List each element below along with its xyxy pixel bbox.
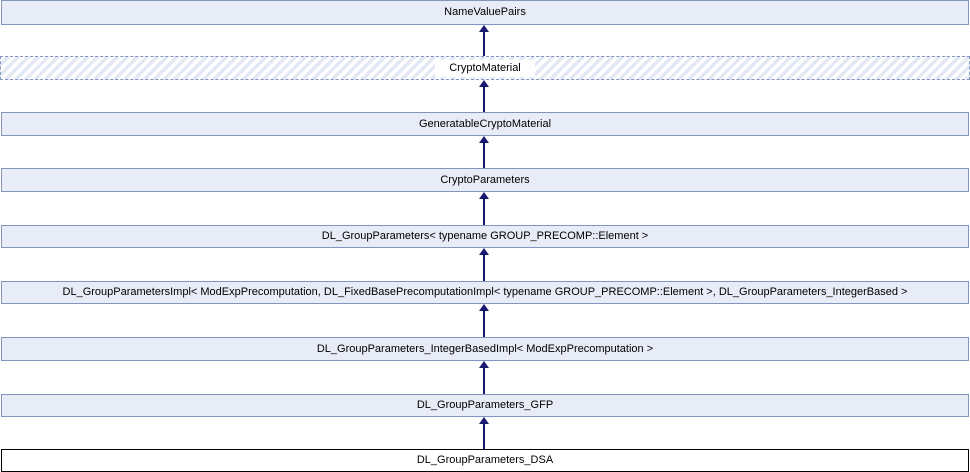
class-label: NameValuePairs <box>444 6 526 18</box>
class-label: DL_GroupParameters< typename GROUP_PRECO… <box>321 230 649 242</box>
node-dl-groupparameters[interactable]: DL_GroupParameters< typename GROUP_PRECO… <box>1 225 969 248</box>
node-dl-groupparameters-gfp[interactable]: DL_GroupParameters_GFP <box>1 394 969 417</box>
inheritance-arrow-icon <box>479 192 489 225</box>
inheritance-arrow-icon <box>479 80 489 112</box>
node-generatablecryptomaterial[interactable]: GeneratableCryptoMaterial <box>1 112 969 136</box>
class-label: DL_GroupParameters_DSA <box>416 454 554 466</box>
inheritance-arrow-icon <box>479 304 489 337</box>
inheritance-arrow-icon <box>479 417 489 449</box>
inheritance-arrow-icon <box>479 361 489 394</box>
class-label: DL_GroupParameters_IntegerBasedImpl< Mod… <box>316 342 654 355</box>
node-dl-groupparametersimpl[interactable]: DL_GroupParametersImpl< ModExpPrecomputa… <box>1 281 969 304</box>
node-cryptomaterial[interactable]: CryptoMaterial <box>0 56 970 80</box>
node-dl-groupparameters-dsa: DL_GroupParameters_DSA <box>1 449 969 472</box>
node-namevaluepairs[interactable]: NameValuePairs <box>1 0 969 25</box>
inheritance-arrow-icon <box>479 248 489 281</box>
class-label: DL_GroupParametersImpl< ModExpPrecomputa… <box>62 286 908 298</box>
class-label: CryptoMaterial <box>435 59 535 77</box>
node-cryptoparameters[interactable]: CryptoParameters <box>1 168 969 192</box>
inheritance-arrow-icon <box>479 25 489 56</box>
node-dl-groupparameters-integerbasedimpl[interactable]: DL_GroupParameters_IntegerBasedImpl< Mod… <box>1 337 969 361</box>
class-label: CryptoParameters <box>440 173 530 186</box>
class-label: GeneratableCryptoMaterial <box>418 117 552 130</box>
inheritance-arrow-icon <box>479 136 489 168</box>
class-label: DL_GroupParameters_GFP <box>416 399 554 411</box>
